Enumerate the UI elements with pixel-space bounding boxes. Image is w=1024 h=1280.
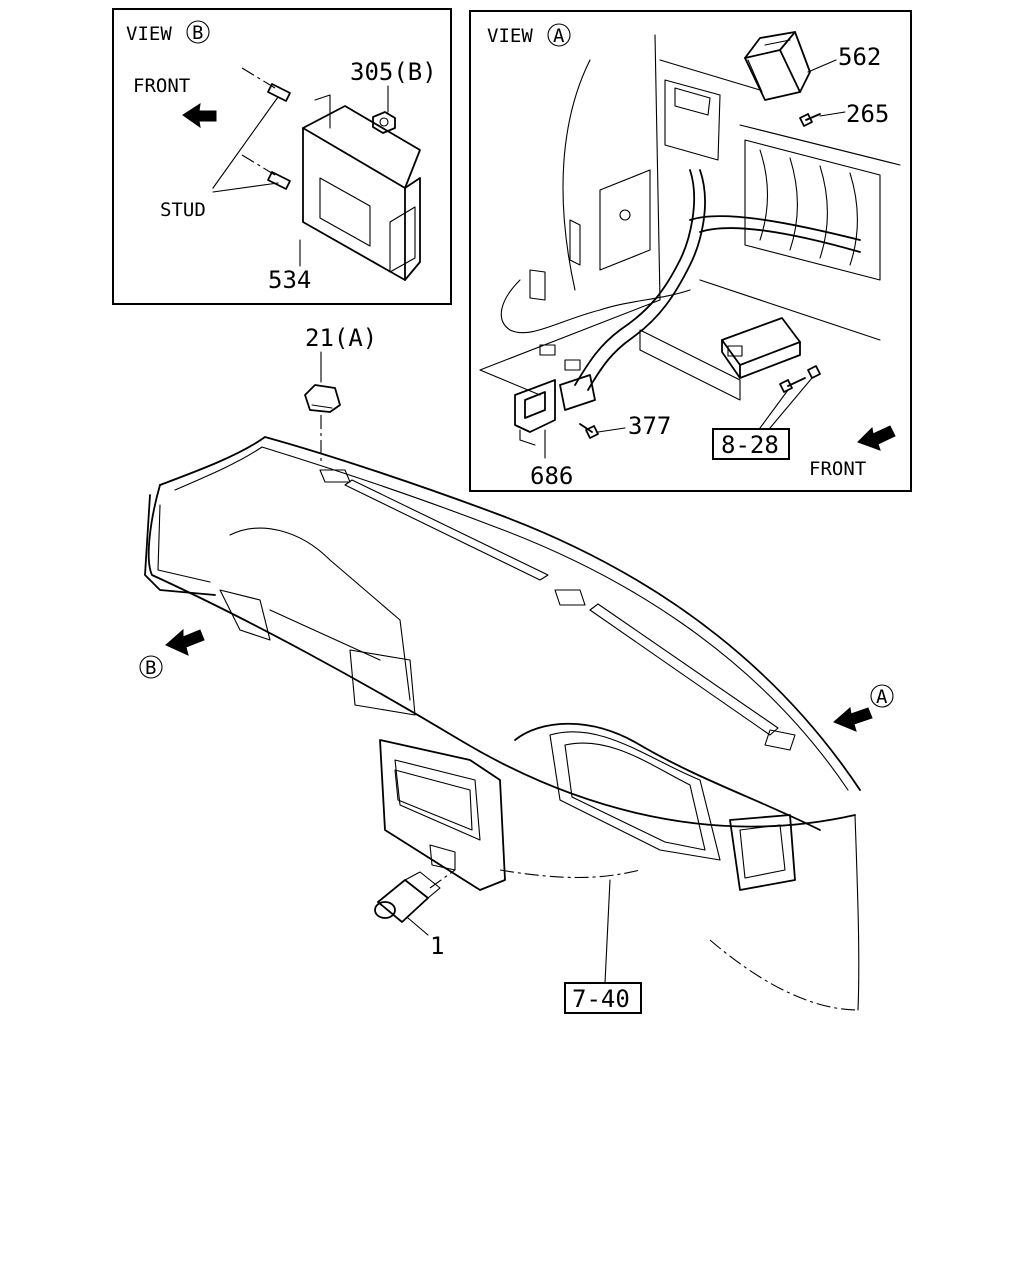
screw-377-icon <box>579 423 599 439</box>
screw-265-label: 265 <box>846 100 889 128</box>
switch-1-icon <box>374 871 441 923</box>
view-b-inset: VIEW B FRONT STUD 305(B) <box>112 8 452 305</box>
view-b-title-prefix: VIEW <box>126 23 172 45</box>
view-b-title-marker: B <box>192 22 203 44</box>
view-b-marker-circle <box>186 20 210 44</box>
view-a-direction-arrow-icon <box>833 707 873 732</box>
view-a-dash-structure <box>479 34 901 401</box>
ref-7-40-label[interactable]: 7-40 <box>572 985 630 1013</box>
marker-b-circle <box>139 655 163 679</box>
nut-305b-label: 305(B) <box>350 58 437 86</box>
ref-box-7-40[interactable] <box>564 982 642 1014</box>
switch-1-label: 1 <box>430 932 444 960</box>
screw-377-label: 377 <box>628 412 671 440</box>
wire-harness-icon <box>500 169 861 391</box>
module-534-label: 534 <box>268 266 311 294</box>
ref-8-28-label[interactable]: 8-28 <box>721 431 779 459</box>
control-module-534-icon <box>302 94 421 281</box>
module-562-icon <box>744 31 811 101</box>
view-a-front-arrow-icon <box>857 425 896 451</box>
bracket-686-label: 686 <box>530 462 573 490</box>
cap-21a-icon <box>304 384 341 413</box>
stud-icon <box>241 67 291 190</box>
relay-module-icon <box>721 317 801 379</box>
stud-label: STUD <box>160 199 206 221</box>
dashboard-assembly <box>144 436 861 1011</box>
marker-a-label[interactable]: A <box>876 686 888 708</box>
ref-box-8-28[interactable] <box>712 428 790 460</box>
marker-b-label[interactable]: B <box>145 657 156 679</box>
screw-265-icon <box>799 113 821 127</box>
view-b-front-label: FRONT <box>133 75 190 97</box>
cap-21a-label: 21(A) <box>305 324 377 352</box>
view-b-frame <box>112 8 452 305</box>
view-a-title-marker: A <box>553 25 565 47</box>
nut-305b-icon <box>372 111 396 134</box>
view-a-title-prefix: VIEW <box>487 25 533 47</box>
view-a-marker-circle <box>547 23 571 47</box>
module-562-label: 562 <box>838 43 881 71</box>
marker-a-circle <box>870 684 894 708</box>
view-a-front-label: FRONT <box>809 458 866 480</box>
bracket-686-icon <box>514 374 596 446</box>
view-b-front-arrow-icon <box>182 102 217 129</box>
screw-pair-icon <box>779 365 821 393</box>
view-a-frame <box>469 10 912 492</box>
view-b-direction-arrow-icon <box>165 628 205 656</box>
view-a-inset: VIEW A <box>469 10 912 492</box>
